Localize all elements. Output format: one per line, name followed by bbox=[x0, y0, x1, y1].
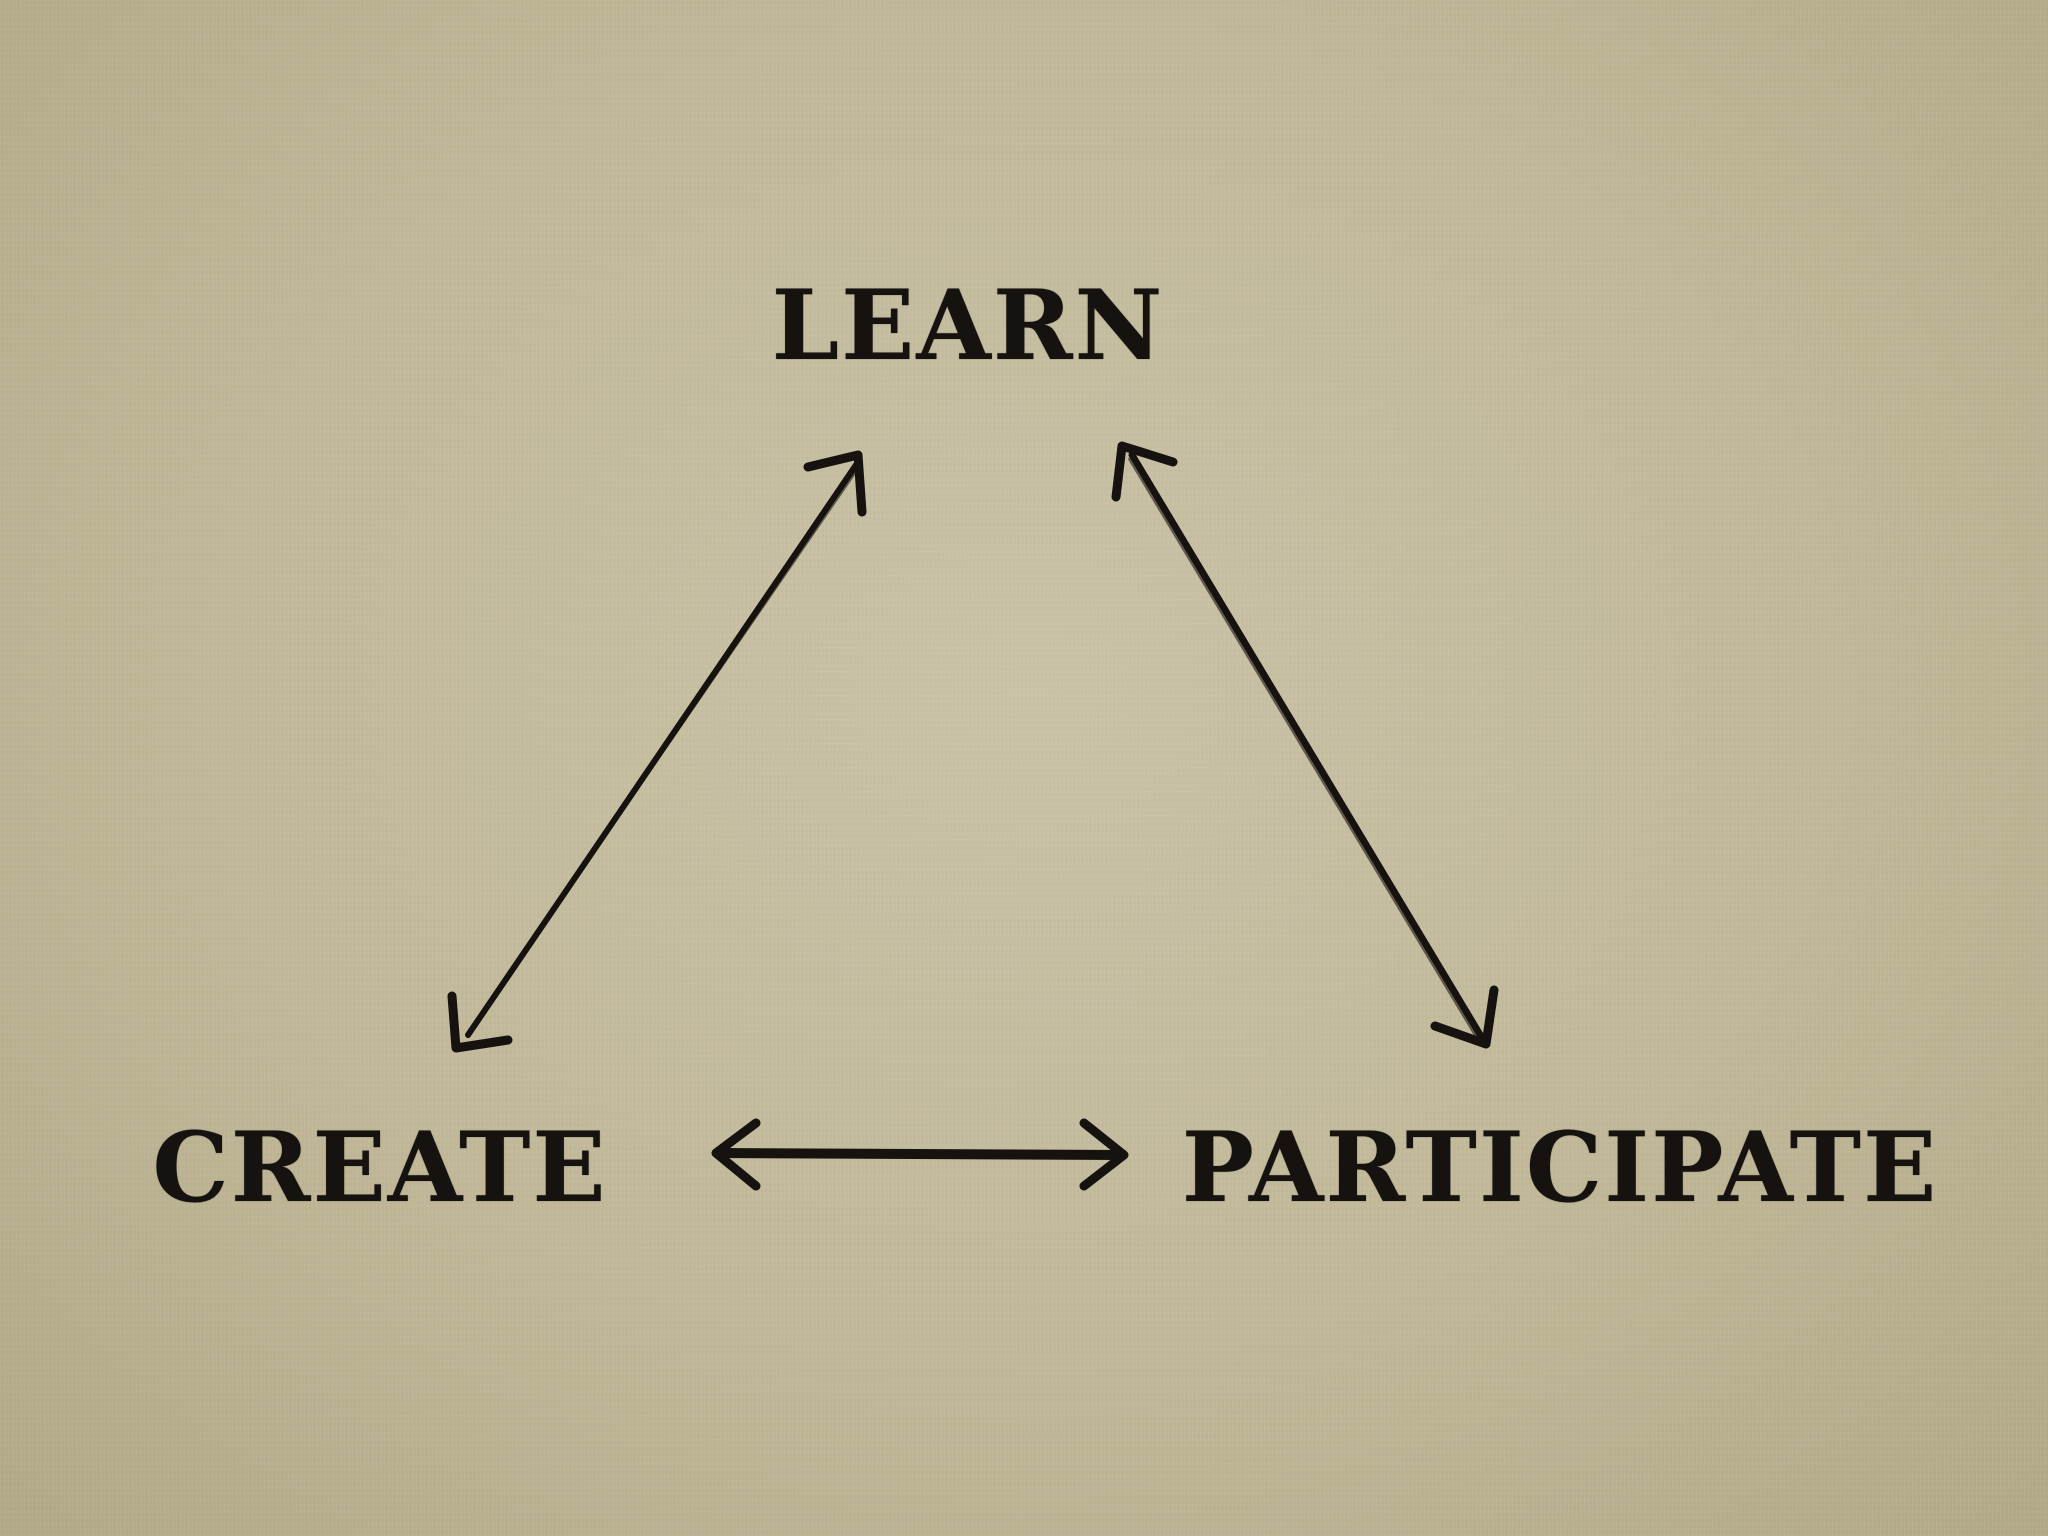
node-create: CREATE bbox=[152, 1111, 608, 1224]
node-participate: PARTICIPATE bbox=[1181, 1111, 1939, 1224]
arrow-create-learn bbox=[447, 450, 867, 1053]
arrow-learn-participate bbox=[1111, 441, 1499, 1049]
arrow-create-participate bbox=[711, 1118, 1129, 1191]
node-learn: LEARN bbox=[771, 269, 1165, 382]
